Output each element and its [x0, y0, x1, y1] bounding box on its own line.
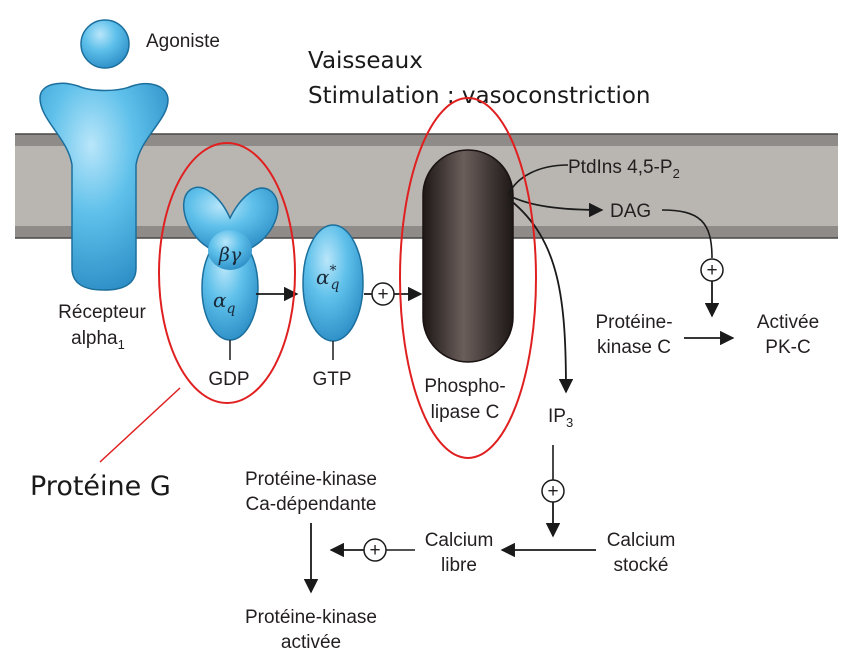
plus-circle-icon: +: [371, 282, 395, 306]
pkc-active-line2: PK-C: [765, 337, 810, 358]
calcium-free-line2: libre: [441, 555, 477, 576]
plc-label-line1: Phospho-: [424, 376, 505, 397]
ip3-label: IP3: [548, 406, 573, 430]
alpha-active-subunit: [302, 224, 364, 360]
arrow-right-icon: [509, 195, 604, 218]
gtp-label: GTP: [312, 369, 351, 390]
substrate-curve: [507, 164, 569, 197]
pkc-active-line1: Activée: [757, 312, 819, 333]
kinase-active-line1: Protéine-kinase: [245, 607, 377, 628]
svg-text:+: +: [547, 481, 558, 502]
arrow-down-icon: [509, 199, 574, 394]
kinase-active-line2: activée: [281, 632, 341, 653]
ca-kinase-line1: Protéine-kinase: [245, 469, 377, 490]
agonist-label: Agoniste: [146, 31, 220, 52]
pkc-label-line1: Protéine-: [595, 312, 672, 333]
beta-gamma-label: βγ: [218, 244, 242, 266]
calcium-free-line1: Calcium: [425, 530, 494, 551]
g-protein-callout: Protéine G: [30, 471, 171, 502]
ca-kinase-line2: Ca-dépendante: [246, 494, 377, 515]
calcium-stored-line2: stocké: [614, 555, 669, 576]
gdp-label: GDP: [208, 369, 249, 390]
dag-label: DAG: [610, 201, 651, 222]
plc-label-line2: lipase C: [431, 402, 500, 423]
plus-circle-icon: +: [363, 538, 387, 562]
receptor-label-line1: Récepteur: [58, 302, 146, 323]
header-line1: Vaisseaux: [308, 48, 423, 74]
receptor-label-line2: alpha1: [71, 328, 125, 352]
header-line2: Stimulation : vasoconstriction: [308, 83, 651, 109]
plus-circle-icon: +: [541, 479, 565, 503]
callout-line: [99, 387, 181, 463]
dag-connector: [661, 209, 713, 259]
pkc-label-line2: kinase C: [597, 337, 671, 358]
svg-text:+: +: [377, 284, 388, 305]
calcium-stored-line1: Calcium: [607, 530, 676, 551]
agonist-icon: [80, 19, 130, 69]
substrate-label: PtdIns 4,5-P2: [568, 157, 680, 181]
svg-text:+: +: [369, 540, 380, 561]
phospholipase-c-shape: [422, 149, 514, 363]
alpha-q-label: αq: [213, 288, 236, 317]
plus-circle-icon: +: [700, 258, 724, 282]
svg-text:+: +: [706, 260, 717, 281]
plc-highlight: [399, 97, 537, 459]
g-protein-highlight: [158, 142, 296, 404]
alpha-active-label: α*q: [316, 263, 340, 293]
g-protein-complex: [182, 186, 279, 360]
receptor-shape: [39, 82, 169, 291]
